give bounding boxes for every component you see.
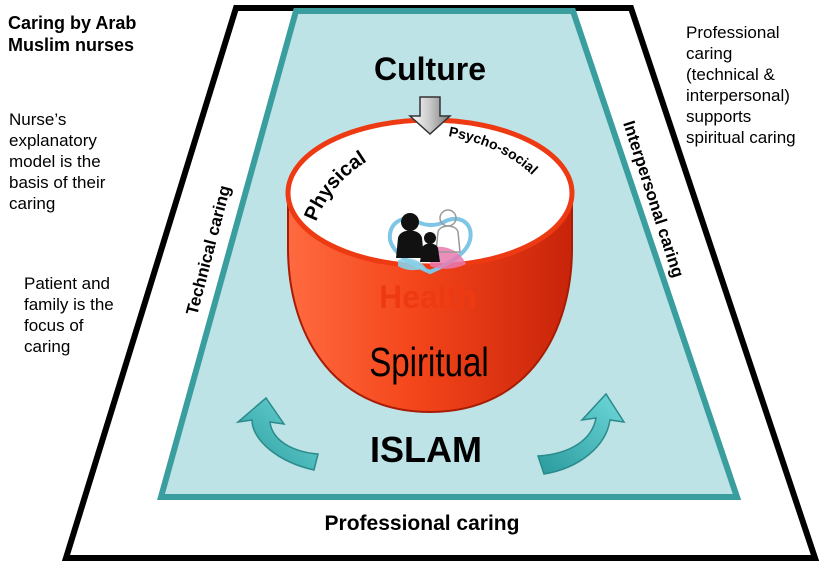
explanatory-model-note: Nurse’s explanatory model is the basis o…: [9, 109, 105, 214]
note-line: caring: [686, 44, 733, 63]
note-line: Patient and: [24, 274, 111, 293]
note-line: model is the: [9, 152, 101, 171]
family-logo-icon: [387, 209, 473, 275]
spiritual-label: Spiritual: [369, 340, 489, 385]
note-line: interpersonal): [686, 86, 790, 105]
diagram-title: Caring by Arab Muslim nurses: [8, 12, 136, 56]
down-arrow-icon: [408, 96, 452, 136]
title-line: Caring by Arab: [8, 13, 137, 33]
culture-label: Culture: [374, 51, 486, 87]
curved-arrow-icon: [235, 396, 319, 471]
note-line: spiritual caring: [686, 128, 796, 147]
note-line: (technical &: [686, 65, 775, 84]
professional-caring-label: Professional caring: [325, 512, 520, 535]
note-line: family is the: [24, 295, 114, 314]
health-label: Health: [379, 279, 477, 315]
professional-caring-note: Professional caring (technical & interpe…: [686, 22, 796, 148]
note-line: supports: [686, 107, 752, 126]
note-line: explanatory: [9, 131, 97, 150]
note-line: basis of their: [9, 173, 106, 192]
patient-family-note: Patient and family is the focus of carin…: [24, 273, 114, 357]
note-line: Professional: [686, 23, 780, 42]
islam-label: ISLAM: [370, 429, 482, 470]
curved-arrow-icon: [536, 392, 626, 475]
note-line: focus of: [24, 316, 84, 335]
note-line: caring: [24, 337, 71, 356]
title-line: Muslim nurses: [8, 35, 135, 55]
note-line: Nurse’s: [9, 110, 67, 129]
note-line: caring: [9, 194, 56, 213]
